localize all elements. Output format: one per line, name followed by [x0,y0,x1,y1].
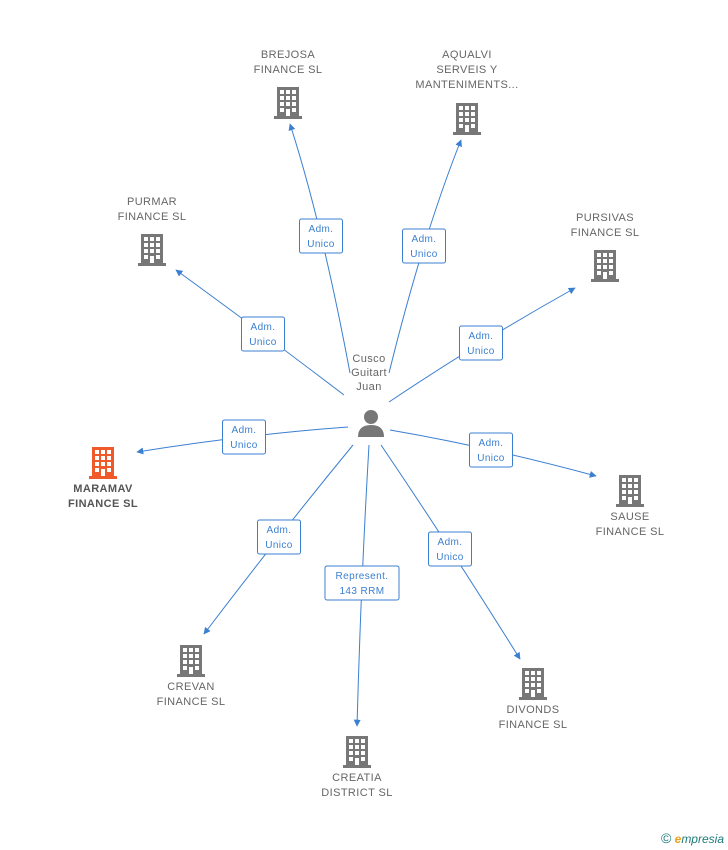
edge-label-text: Adm. [251,322,276,333]
company-name-line: FINANCE SL [68,498,138,510]
company-name-line: BREJOSA [261,49,315,61]
brand-name: mpresia [681,832,724,846]
edge-label-purmar[interactable]: Adm. Unico [241,316,285,352]
company-sause[interactable]: SAUSE FINANCE SL [596,475,665,538]
company-divonds[interactable]: DIVONDS FINANCE SL [499,668,568,731]
company-name-line: SERVEIS Y [436,64,498,76]
company-name-line: SAUSE [610,511,649,523]
company-creatia[interactable]: CREATIA DISTRICT SL [321,736,392,799]
company-name-line: FINANCE SL [118,211,187,223]
edge-label-box [299,218,343,254]
edge-label-box [402,228,446,264]
edge-label-divonds[interactable]: Adm. Unico [428,531,472,567]
company-name-line: CREVAN [167,681,214,693]
company-aqualvi[interactable]: AQUALVI SERVEIS Y MANTENIMENTS... [415,49,518,135]
building-icon [616,475,644,507]
edge-label-text: Adm. [479,438,504,449]
company-name-line: DISTRICT SL [321,787,392,799]
person-icon [358,410,384,437]
edge-label-text: Adm. [438,537,463,548]
building-icon [453,103,481,135]
company-purmar[interactable]: PURMAR FINANCE SL [118,196,187,266]
edge-label-crevan[interactable]: Adm. Unico [257,519,301,555]
company-name-line: PURMAR [127,196,177,208]
edge-label-creatia[interactable]: Represent. 143 RRM [324,565,400,601]
company-name-line: CREATIA [332,772,382,784]
edge-label-box [324,565,400,601]
company-name-line: FINANCE SL [254,64,323,76]
edge-label-box [241,316,285,352]
company-name-line: FINANCE SL [571,227,640,239]
person-name-line: Juan [356,381,381,393]
edge-label-maramav[interactable]: Adm. Unico [222,419,266,455]
company-name-line: PURSIVAS [576,212,634,224]
edge-label-text: Unico [265,540,293,551]
edge-label-text: 143 RRM [339,586,384,597]
building-icon [519,668,547,700]
edge-label-sause[interactable]: Adm. Unico [469,432,513,468]
company-name-line: FINANCE SL [499,719,568,731]
edge-label-box [222,419,266,455]
company-name-line: DIVONDS [507,704,560,716]
edge-label-text: Unico [230,440,258,451]
copyright-symbol: © [660,830,672,846]
edge-label-text: Adm. [309,224,334,235]
company-crevan[interactable]: CREVAN FINANCE SL [157,645,226,708]
edge-label-text: Unico [249,337,277,348]
building-icon [274,87,302,119]
company-name-line: MANTENIMENTS... [415,79,518,91]
company-name-line: MARAMAV [73,483,133,495]
edge-label-text: Unico [477,453,505,464]
edge-label-text: Represent. [336,571,389,582]
company-name-line: FINANCE SL [596,526,665,538]
edge-label-box [459,325,503,361]
edge-label-text: Unico [307,239,335,250]
edge-label-box [428,531,472,567]
building-icon [343,736,371,768]
edge-label-text: Unico [436,552,464,563]
edge-label-brejosa[interactable]: Adm. Unico [299,218,343,254]
company-pursivas[interactable]: PURSIVAS FINANCE SL [571,212,640,282]
edge-label-box [257,519,301,555]
footer-brand: © empresia [661,830,724,846]
edge-label-text: Adm. [412,234,437,245]
edge-label-box [469,432,513,468]
edge-label-aqualvi[interactable]: Adm. Unico [402,228,446,264]
building-icon [89,447,117,479]
person-name-line: Cusco [352,353,385,365]
edge-label-pursivas[interactable]: Adm. Unico [459,325,503,361]
building-icon [591,250,619,282]
company-brejosa[interactable]: BREJOSA FINANCE SL [254,49,323,119]
building-icon [138,234,166,266]
edge-label-text: Unico [410,249,438,260]
edge-label-text: Adm. [232,425,257,436]
building-icon [177,645,205,677]
person-name-line: Guitart [351,367,387,379]
edge-label-text: Unico [467,346,495,357]
company-maramav[interactable]: MARAMAV FINANCE SL [68,447,138,510]
brand-initial: e [674,832,682,846]
company-name-line: FINANCE SL [157,696,226,708]
company-name-line: AQUALVI [442,49,492,61]
edge-label-text: Adm. [469,331,494,342]
edge-label-text: Adm. [267,525,292,536]
